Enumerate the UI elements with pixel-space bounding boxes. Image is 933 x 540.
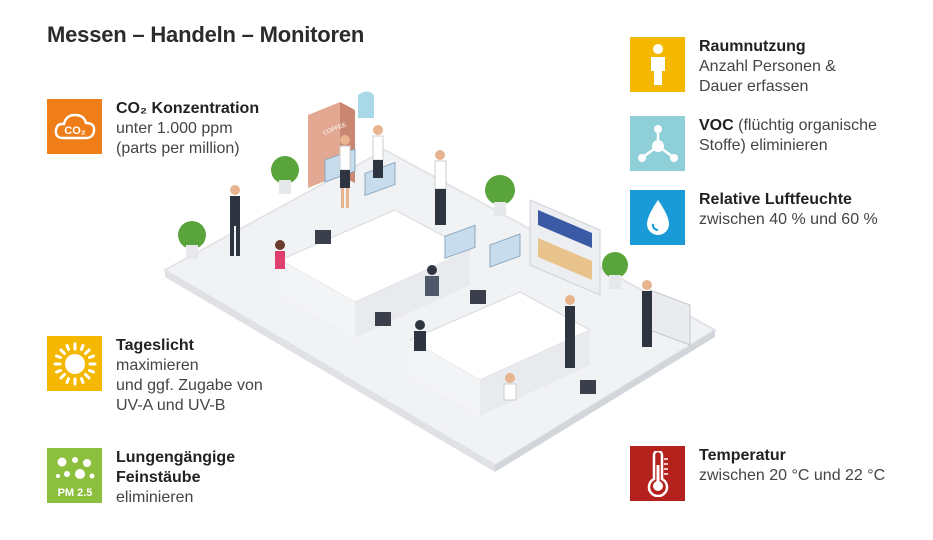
tageslicht-line3: UV-A und UV-B	[116, 397, 226, 414]
luftfeuchte-item: Relative Luftfeuchte zwischen 40 % und 6…	[630, 190, 878, 245]
luftfeuchte-heading: Relative Luftfeuchte	[699, 191, 852, 208]
temperatur-heading: Temperatur	[699, 447, 786, 464]
luftfeuchte-line1: zwischen 40 % und 60 %	[699, 211, 878, 228]
molecule-icon	[630, 116, 685, 171]
raumnutzung-line2: Dauer erfassen	[699, 78, 809, 95]
tageslicht-heading: Tageslicht	[116, 337, 194, 354]
chairs	[315, 230, 596, 394]
tageslicht-line2: und ggf. Zugabe von	[116, 377, 263, 394]
sun-icon	[47, 336, 102, 391]
temperatur-line1: zwischen 20 °C und 22 °C	[699, 467, 886, 484]
co2-heading: CO₂ Konzentration	[116, 100, 260, 117]
voc-heading: VOC	[699, 117, 734, 134]
voc-line1: Stoffe) eliminieren	[699, 137, 828, 154]
raumnutzung-heading: Raumnutzung	[699, 38, 806, 55]
voc-item: VOC (flüchtig organische Stoffe) elimini…	[630, 116, 877, 171]
tageslicht-item: Tageslicht maximieren und ggf. Zugabe vo…	[47, 336, 263, 416]
plants	[178, 156, 628, 289]
person-icon	[630, 37, 685, 92]
raumnutzung-line1: Anzahl Personen &	[699, 58, 836, 75]
raumnutzung-item: Raumnutzung Anzahl Personen & Dauer erfa…	[630, 37, 836, 97]
people	[230, 125, 652, 401]
shelf	[529, 199, 601, 296]
feinstaub-heading: Lungengängige	[116, 449, 236, 466]
feinstaub-heading2: Feinstäube	[116, 469, 201, 486]
particles-icon: PM 2.5	[47, 448, 102, 503]
tageslicht-line1: maximieren	[116, 357, 199, 374]
co2-icon-text: CO₂	[64, 125, 86, 137]
voc-heading-rest: (flüchtig organische	[733, 117, 877, 134]
co2-line1: unter 1.000 ppm	[116, 120, 233, 137]
temperatur-item: Temperatur zwischen 20 °C und 22 °C	[630, 446, 885, 501]
droplet-icon	[630, 190, 685, 245]
thermometer-icon	[630, 446, 685, 501]
co2-line2: (parts per million)	[116, 140, 240, 157]
office-illustration: COFFEE	[160, 80, 720, 485]
co2-item: CO₂ CO₂ Konzentration unter 1.000 ppm (p…	[47, 99, 259, 159]
page-title: Messen – Handeln – Monitoren	[47, 22, 365, 47]
feinstaub-item: PM 2.5 Lungengängige Feinstäube eliminie…	[47, 448, 235, 508]
cloud-co2-icon: CO₂	[47, 99, 102, 154]
feinstaub-line1: eliminieren	[116, 489, 194, 506]
pm-icon-text: PM 2.5	[57, 487, 92, 499]
